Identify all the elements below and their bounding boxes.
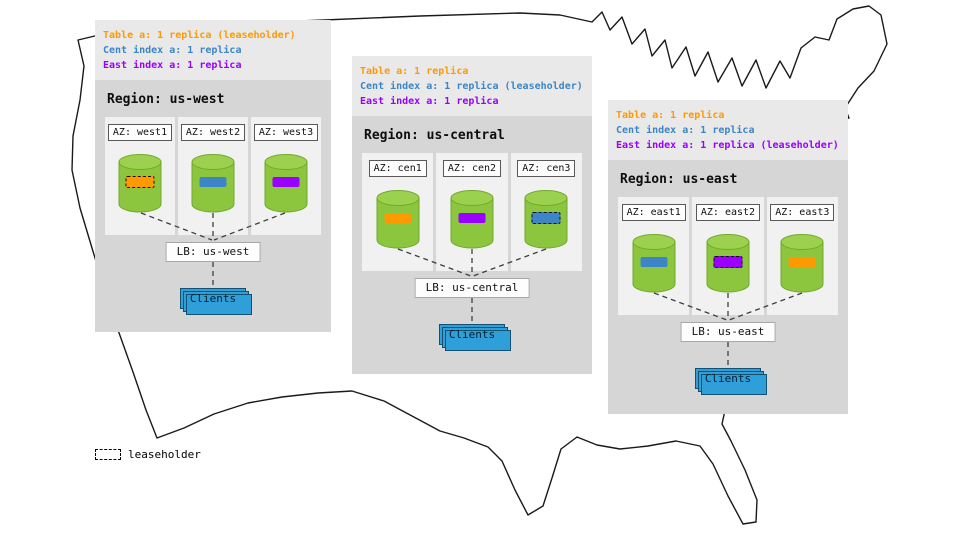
clients-label: Clients	[448, 328, 496, 341]
leaseholder-swatch-icon	[95, 449, 121, 460]
az-column-east3: AZ: east3	[766, 197, 838, 315]
database-cylinder-icon	[376, 190, 420, 249]
replica-summary-east-index: East index a: 1 replica (leaseholder)	[616, 140, 839, 151]
replica-chip	[199, 177, 227, 187]
database-cylinder-icon	[780, 234, 824, 293]
az-column-west3: AZ: west3	[251, 117, 321, 235]
region-panel-us-central: Table a: 1 replica Cent index a: 1 repli…	[352, 56, 592, 374]
replica-summary-cent-index: Cent index a: 1 replica	[616, 125, 755, 136]
region-panel-us-east: Table a: 1 replica Cent index a: 1 repli…	[608, 100, 848, 414]
region-title: Region: us-central	[364, 128, 505, 143]
db-node	[375, 189, 421, 249]
replica-chip	[384, 213, 412, 223]
replica-chip	[788, 257, 816, 267]
replica-chip	[640, 257, 668, 267]
replica-summary-cent-index: Cent index a: 1 replica	[103, 45, 242, 56]
az-label: AZ: west2	[180, 124, 246, 141]
replica-chip	[272, 177, 300, 187]
az-label: AZ: east1	[621, 204, 686, 221]
replica-summary-table: Table a: 1 replica (leaseholder)	[103, 30, 296, 41]
legend: leaseholder	[95, 448, 201, 461]
az-column-cen1: AZ: cen1	[362, 153, 434, 271]
az-label: AZ: west1	[107, 124, 173, 141]
load-balancer-box: LB: us-west	[165, 242, 261, 262]
az-label: AZ: cen2	[442, 160, 502, 177]
az-column-cen2: AZ: cen2	[436, 153, 508, 271]
region-title: Region: us-east	[620, 172, 738, 187]
replica-summary: Table a: 1 replica (leaseholder) Cent in…	[95, 20, 331, 80]
clients-box: Clients	[439, 324, 511, 351]
clients-box: Clients	[695, 368, 767, 395]
az-label: AZ: east3	[770, 204, 835, 221]
database-cylinder-icon	[632, 234, 676, 293]
az-column-west2: AZ: west2	[178, 117, 248, 235]
load-balancer-box: LB: us-central	[414, 278, 530, 298]
az-label: AZ: west3	[253, 124, 319, 141]
replica-summary-cent-index: Cent index a: 1 replica (leaseholder)	[360, 81, 583, 92]
db-node	[631, 233, 677, 293]
replica-summary-table: Table a: 1 replica	[616, 110, 725, 121]
replica-chip	[458, 213, 486, 223]
legend-label: leaseholder	[128, 448, 201, 461]
replica-summary-east-index: East index a: 1 replica	[360, 96, 499, 107]
clients-box: Clients	[180, 288, 252, 315]
replica-summary: Table a: 1 replica Cent index a: 1 repli…	[352, 56, 592, 116]
az-column-cen3: AZ: cen3	[510, 153, 582, 271]
clients-label: Clients	[189, 292, 237, 305]
replica-chip-leaseholder	[125, 176, 155, 188]
load-balancer-box: LB: us-east	[680, 322, 776, 342]
db-node	[117, 153, 163, 213]
replica-chip-leaseholder	[713, 256, 743, 268]
db-node	[449, 189, 495, 249]
az-label: AZ: cen1	[368, 160, 427, 177]
region-title: Region: us-west	[107, 92, 225, 107]
az-label: AZ: east2	[695, 204, 761, 221]
az-label: AZ: cen3	[517, 160, 576, 177]
database-cylinder-icon	[264, 154, 308, 213]
az-panel: AZ: west1 AZ: west2 AZ: west3	[105, 117, 321, 235]
az-panel: AZ: cen1 AZ: cen2 AZ: cen3	[362, 153, 582, 271]
database-cylinder-icon	[191, 154, 235, 213]
db-node	[779, 233, 825, 293]
replica-summary: Table a: 1 replica Cent index a: 1 repli…	[608, 100, 848, 160]
az-panel: AZ: east1 AZ: east2 AZ: east3	[618, 197, 838, 315]
db-node	[523, 189, 569, 249]
region-panel-us-west: Table a: 1 replica (leaseholder) Cent in…	[95, 20, 331, 332]
database-cylinder-icon	[450, 190, 494, 249]
replica-summary-table: Table a: 1 replica	[360, 66, 469, 77]
replica-chip-leaseholder	[531, 212, 561, 224]
az-column-east1: AZ: east1	[618, 197, 690, 315]
db-node	[190, 153, 236, 213]
az-column-west1: AZ: west1	[105, 117, 175, 235]
db-node	[705, 233, 751, 293]
db-node	[263, 153, 309, 213]
clients-label: Clients	[704, 372, 752, 385]
replica-summary-east-index: East index a: 1 replica	[103, 60, 242, 71]
az-column-east2: AZ: east2	[692, 197, 764, 315]
